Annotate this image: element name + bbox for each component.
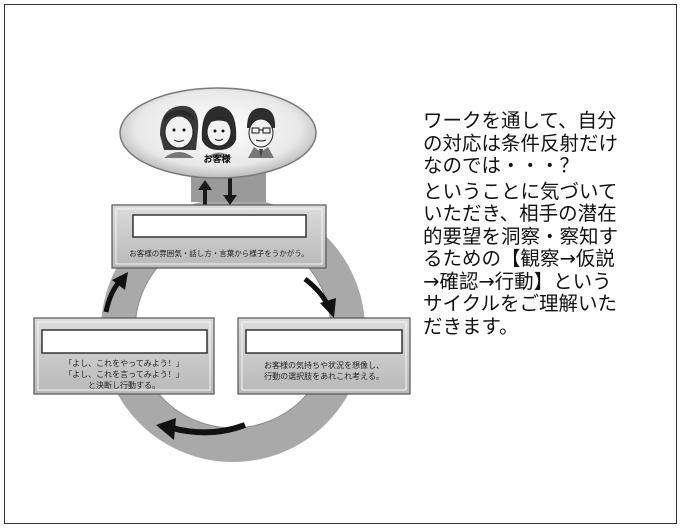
customer-illustration [160, 105, 276, 158]
cycle-arrow-bottom [156, 418, 247, 440]
hypothesis-blank [245, 329, 403, 354]
hypothesis-box [237, 317, 411, 395]
observation-caption: お客様の雰囲気・話し方・言葉から様子をうかがう。 [129, 249, 309, 258]
customer-label: お客様 [203, 155, 231, 165]
description-question: ワークを通して、自分 の対応は条件反射だけ なのでは・・・？ [423, 109, 619, 177]
customer-face-icon [247, 108, 276, 158]
action-box [33, 317, 215, 395]
action-caption: 「よし、これをやってみよう！」 「よし、これを言ってみよう！」 と決断し行動する… [64, 359, 184, 390]
up-down-arrows [198, 178, 237, 207]
description-explanation: ということに気づいて いただき、相手の潜在 的要望を洞察・察知す るための【観察… [423, 179, 619, 338]
customer-face-icon [160, 105, 199, 158]
cycle-arrow-left [103, 272, 128, 313]
customer-face-icon [201, 106, 237, 158]
observation-box [111, 204, 327, 269]
action-blank [41, 329, 208, 354]
hypothesis-caption: お客様の気持ちや状況を想像し、 行動の選択肢をあれこれ考える。 [264, 361, 384, 381]
observation-blank [132, 214, 307, 238]
cycle-arrow-right [303, 277, 336, 318]
description-text: ワークを通して、自分 の対応は条件反射だけ なのでは・・・？ ということに気づい… [423, 109, 673, 338]
